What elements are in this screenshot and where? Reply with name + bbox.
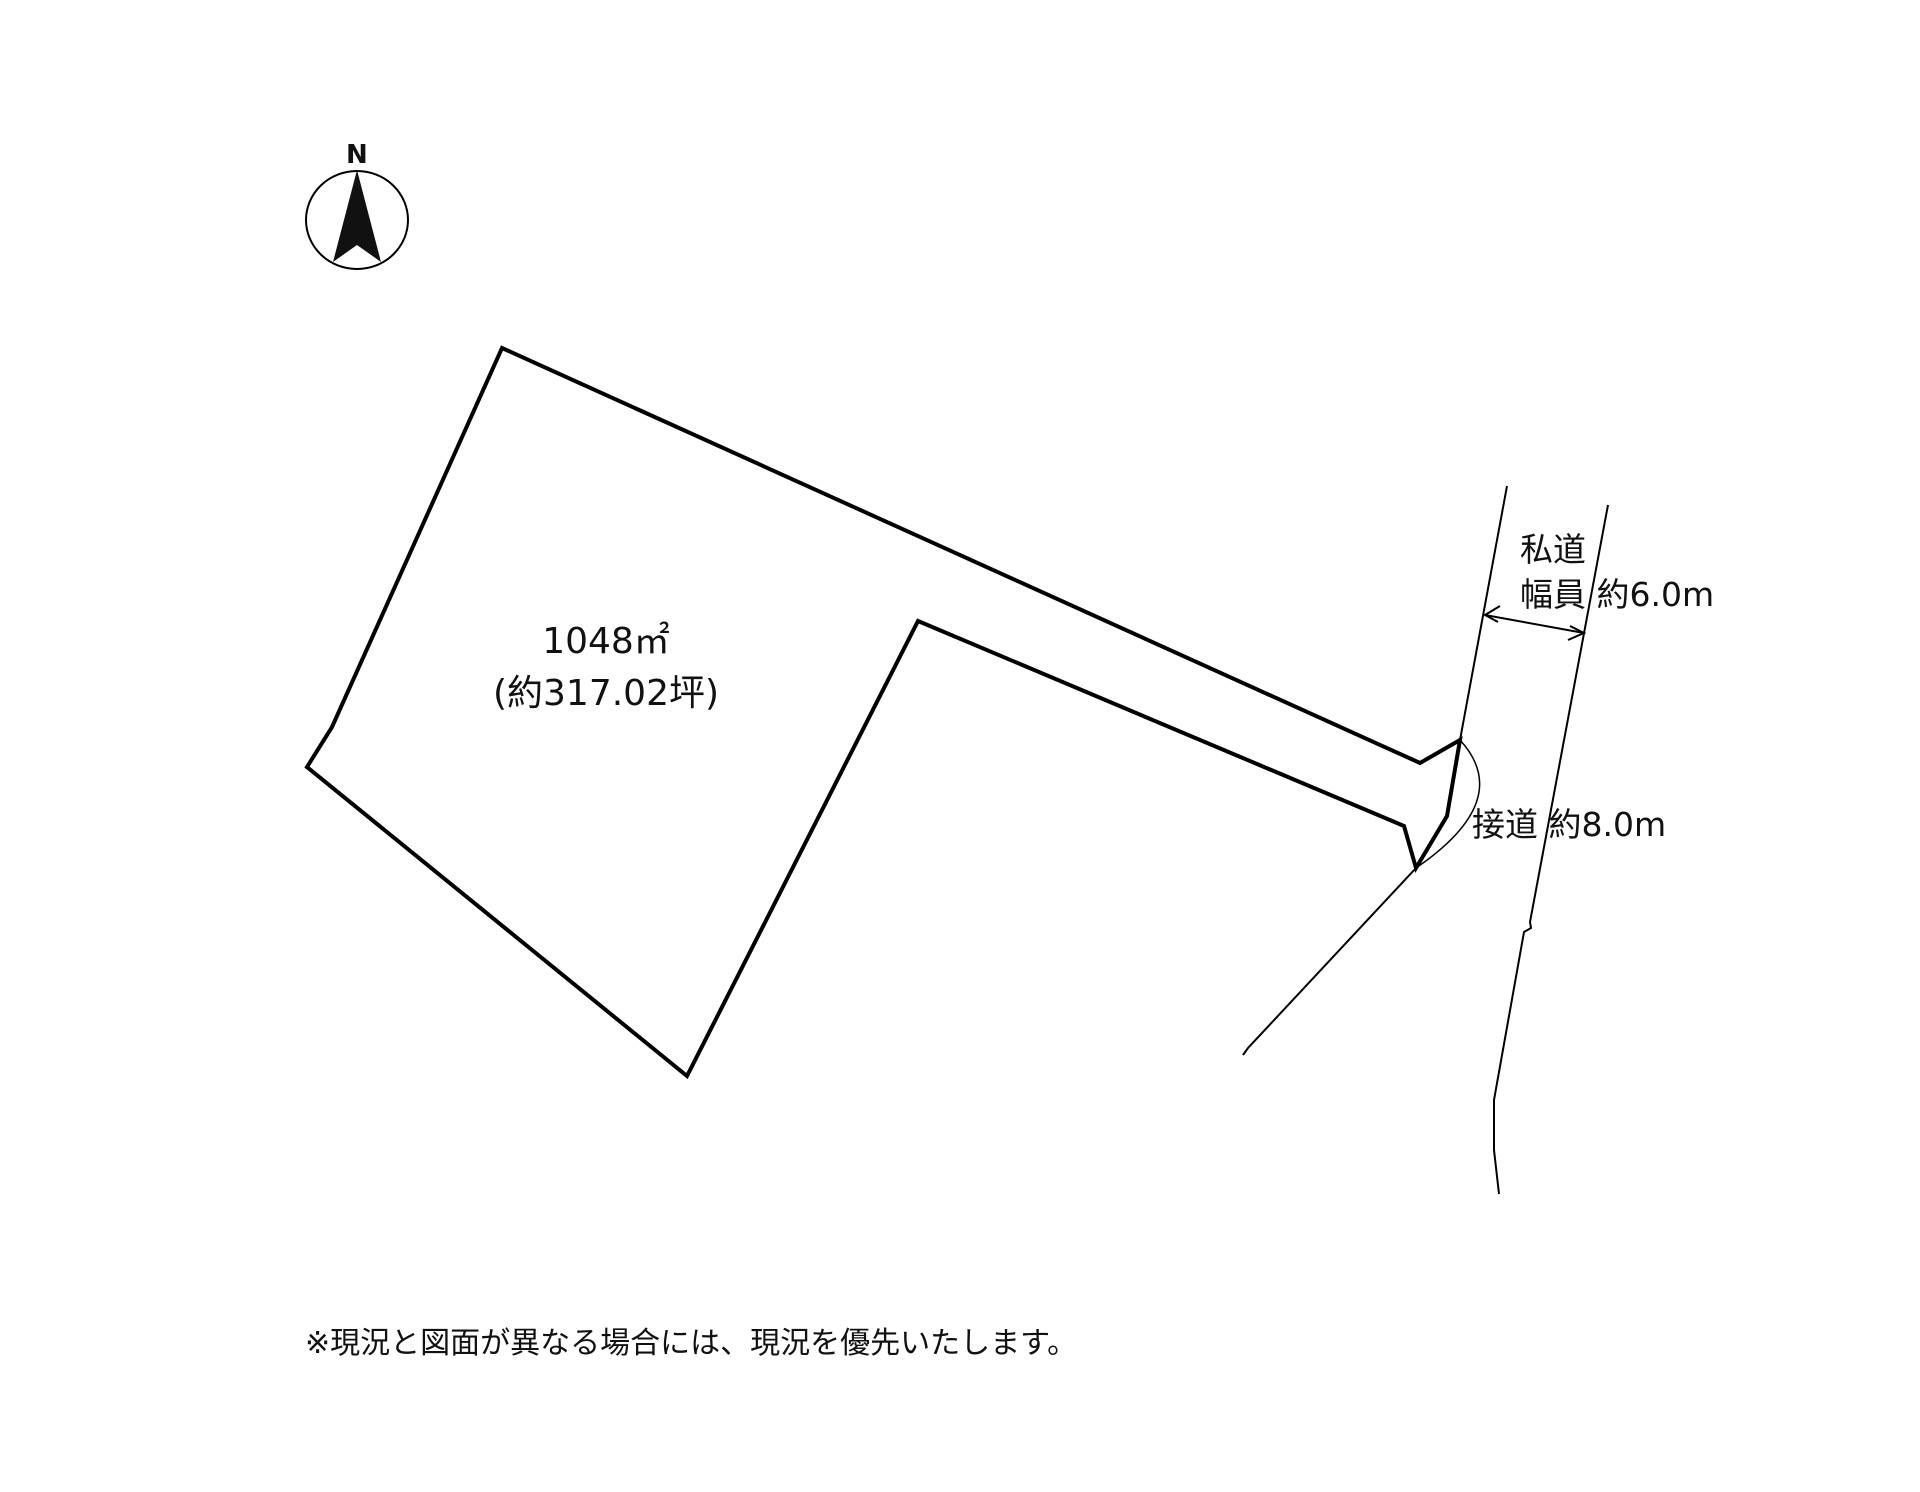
road-right-edge: [1493, 504, 1609, 1195]
lot-area-tsubo-label: (約317.02坪): [492, 673, 720, 714]
adjacent-boundary-line: [1242, 867, 1417, 1056]
lot-area-label: 1048㎡: [542, 621, 670, 662]
lot-boundary: [304, 345, 1463, 1080]
north-arrow-icon: [333, 170, 381, 262]
road-width-dimension: [1482, 605, 1587, 641]
frontage-arc: [1415, 739, 1481, 869]
north-compass: [305, 170, 409, 270]
north-label: N: [346, 140, 368, 170]
footnote: ※現況と図面が異なる場合には、現況を優先いたします。: [305, 1326, 1078, 1361]
frontage-label: 接道 約8.0m: [1472, 805, 1667, 844]
road-left-edge: [1459, 485, 1508, 741]
road-width-label: 幅員 約6.0m: [1520, 575, 1715, 614]
private-road-label: 私道: [1520, 530, 1586, 569]
